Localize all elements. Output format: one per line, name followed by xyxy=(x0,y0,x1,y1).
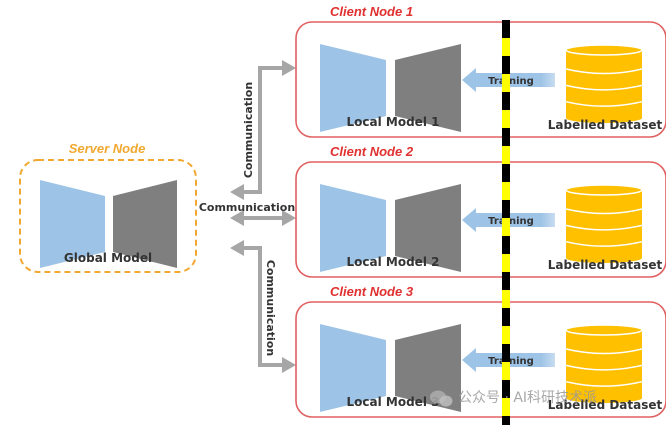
client-node-box xyxy=(295,21,666,138)
communication-arrow-middle: Communication xyxy=(199,201,296,226)
global-model-decoder xyxy=(113,180,177,268)
client-node-box xyxy=(295,161,666,278)
server-node-title: Server Node xyxy=(69,141,146,156)
communication-label-bottom: Communication xyxy=(264,260,277,356)
training-label: Training xyxy=(488,216,534,227)
communication-arrow-top: Communication xyxy=(230,60,296,200)
barrier-yellow xyxy=(502,20,510,425)
local-model-decoder xyxy=(395,184,461,272)
barrier-segment xyxy=(502,272,510,290)
local-model-label: Local Model 3 xyxy=(347,395,440,409)
watermark: 公众号 · AI科研技术派 xyxy=(430,390,597,407)
communication-arrows: Communication Communication Communicatio… xyxy=(199,60,296,373)
local-model-decoder xyxy=(395,44,461,132)
server-node-box xyxy=(19,159,197,273)
client-node-1: Client Node 1 Local Model 1 TrainingLabell… xyxy=(295,4,666,138)
client-node-3: Client Node 3 Local Model 3 TrainingLabell… xyxy=(295,284,666,418)
communication-label-top: Communication xyxy=(242,82,255,178)
arrowhead-right-icon xyxy=(282,60,296,76)
dataset-label: Labelled Dataset xyxy=(548,398,663,412)
local-model-label: Local Model 1 xyxy=(347,115,440,129)
client-node-box xyxy=(295,301,666,418)
barrier-segment xyxy=(502,56,510,74)
barrier-segment xyxy=(502,308,510,326)
local-model-label: Local Model 2 xyxy=(347,255,440,269)
local-model-encoder xyxy=(320,44,386,132)
dataset-label: Labelled Dataset xyxy=(548,118,663,132)
barrier-segment xyxy=(502,416,510,425)
training-label: Training xyxy=(488,76,534,87)
arrowhead-left-icon xyxy=(230,240,244,256)
dataset-label: Labelled Dataset xyxy=(548,258,663,272)
barrier-segment xyxy=(502,200,510,218)
database-icon xyxy=(565,184,643,263)
barrier-segment xyxy=(502,164,510,182)
database-icon xyxy=(565,324,643,403)
arrowhead-left-icon xyxy=(230,210,244,226)
client-node-title: Client Node 2 xyxy=(330,144,414,159)
arrowhead-right-icon xyxy=(282,357,296,373)
client-node-title: Client Node 1 xyxy=(330,4,413,19)
local-model-decoder xyxy=(395,324,461,412)
local-model-encoder xyxy=(320,324,386,412)
barrier-segment xyxy=(502,92,510,110)
client-node-title: Client Node 3 xyxy=(330,284,414,299)
training-label: Training xyxy=(488,356,534,367)
global-model-label: Global Model xyxy=(64,251,152,265)
watermark-text: 公众号 · AI科研技术派 xyxy=(458,390,597,406)
privacy-barrier xyxy=(502,20,510,425)
local-model-encoder xyxy=(320,184,386,272)
server-node: Server Node Global Model xyxy=(19,141,197,273)
communication-arrow-bottom: Communication xyxy=(230,240,296,373)
barrier-segment xyxy=(502,128,510,146)
barrier-segment xyxy=(502,380,510,398)
barrier-segment xyxy=(502,344,510,362)
barrier-segment xyxy=(502,20,510,38)
barrier-segment xyxy=(502,236,510,254)
database-icon xyxy=(565,44,643,123)
arrowhead-left-icon xyxy=(230,184,244,200)
communication-label-middle: Communication xyxy=(199,201,295,214)
client-node-2: Client Node 2 Local Model 2 TrainingLabell… xyxy=(295,144,666,278)
arrowhead-right-icon xyxy=(282,210,296,226)
global-model-encoder xyxy=(40,180,105,268)
